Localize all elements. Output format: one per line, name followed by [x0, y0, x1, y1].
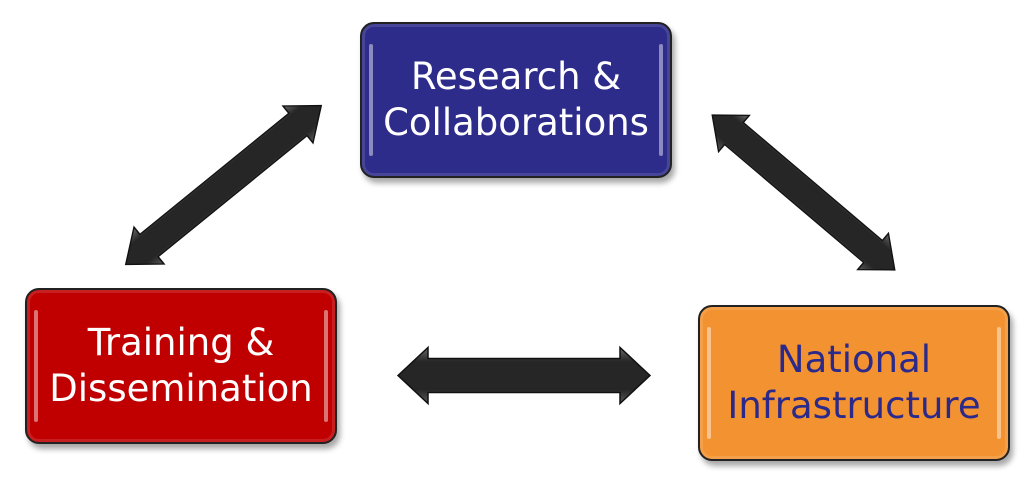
node-label-line1: Research &	[410, 55, 622, 98]
node-label-line1: National	[776, 338, 932, 381]
node-national-infrastructure: National Infrastructure	[698, 305, 1010, 461]
node-label-line2: Infrastructure	[727, 384, 981, 427]
arrow-training-research	[110, 86, 337, 284]
node-training-dissemination: Training & Dissemination	[25, 288, 337, 444]
arrow-training-national	[397, 346, 651, 405]
node-label-line2: Dissemination	[49, 367, 313, 410]
node-label-line2: Collaborations	[383, 101, 649, 144]
node-label-line1: Training &	[87, 321, 275, 364]
node-research-collaborations: Research & Collaborations	[360, 22, 672, 178]
arrow-research-national	[696, 96, 911, 289]
